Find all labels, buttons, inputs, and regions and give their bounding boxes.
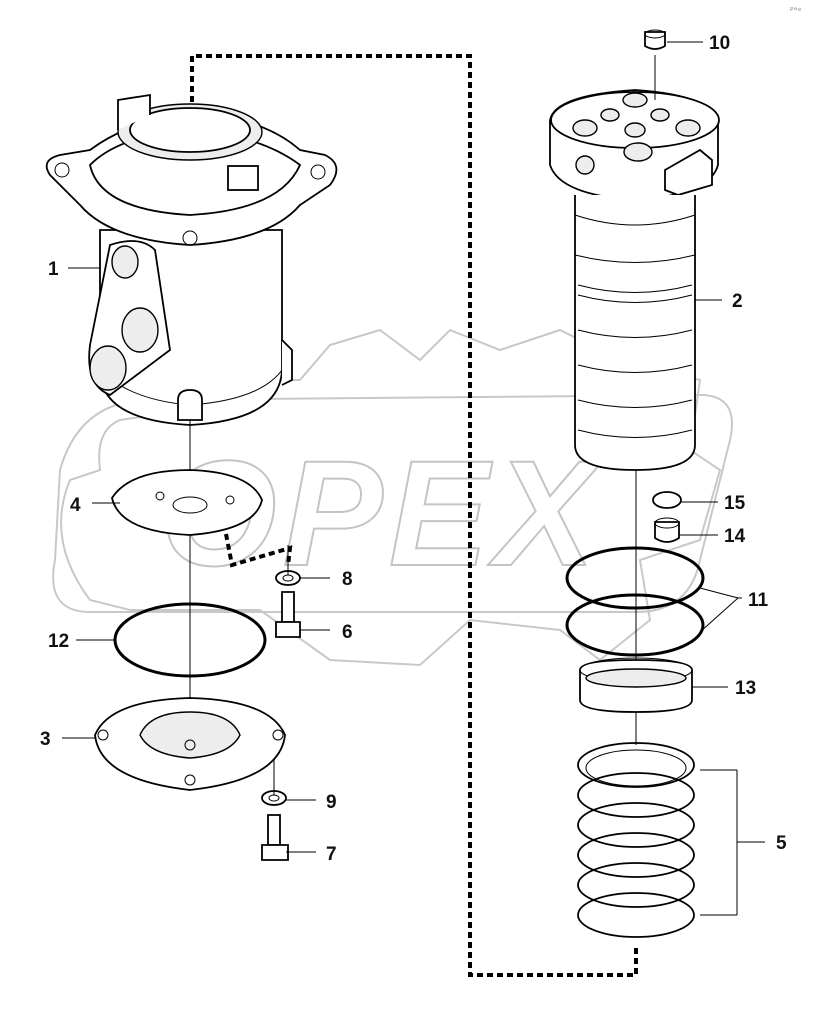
callout-label-10: 10 bbox=[709, 33, 730, 54]
callout-label-12: 12 bbox=[48, 631, 69, 652]
part-4-plate bbox=[111, 469, 263, 536]
callout-label-2: 2 bbox=[732, 291, 743, 312]
part-1-housing bbox=[45, 93, 338, 426]
dashed-bolt-line bbox=[224, 533, 293, 568]
callout-label-11: 11 bbox=[748, 590, 769, 611]
assembly-axis-lines bbox=[189, 55, 656, 795]
part-13-sleeve bbox=[579, 657, 693, 713]
callout-label-9: 9 bbox=[326, 792, 337, 813]
callout-label-3: 3 bbox=[40, 729, 51, 750]
callout-label-5: 5 bbox=[776, 833, 787, 854]
part-9-washer bbox=[261, 790, 287, 806]
part-3-cover bbox=[94, 697, 286, 791]
leader-lines bbox=[62, 41, 765, 916]
callout-label-8: 8 bbox=[342, 569, 353, 590]
part-11-o-ring-upper bbox=[565, 546, 705, 610]
part-5-seal-stack bbox=[577, 742, 695, 938]
watermark-frame bbox=[52, 393, 733, 613]
callout-label-7: 7 bbox=[326, 844, 337, 865]
callout-label-13: 13 bbox=[735, 678, 756, 699]
callout-label-15: 15 bbox=[724, 493, 746, 514]
part-6-bolt bbox=[275, 591, 301, 638]
callout-label-1: 1 bbox=[48, 259, 59, 280]
part-7-bolt bbox=[261, 814, 289, 861]
dashed-connection-line bbox=[190, 54, 638, 977]
part-10-plug bbox=[644, 29, 666, 50]
part-15-seal bbox=[652, 491, 682, 509]
callout-label-6: 6 bbox=[342, 622, 353, 643]
corner-mark: ᴾ°ᵉ bbox=[790, 7, 802, 17]
watermark-gear bbox=[60, 328, 722, 667]
callout-label-14: 14 bbox=[724, 526, 746, 547]
part-11-o-ring-lower bbox=[565, 593, 705, 657]
callout-label-4: 4 bbox=[70, 495, 81, 516]
callout-labels: 1 2 3 4 5 6 7 8 9 10 11 12 13 14 15 bbox=[40, 33, 787, 865]
part-2-rotor bbox=[549, 89, 720, 471]
part-14-plug bbox=[654, 517, 680, 543]
